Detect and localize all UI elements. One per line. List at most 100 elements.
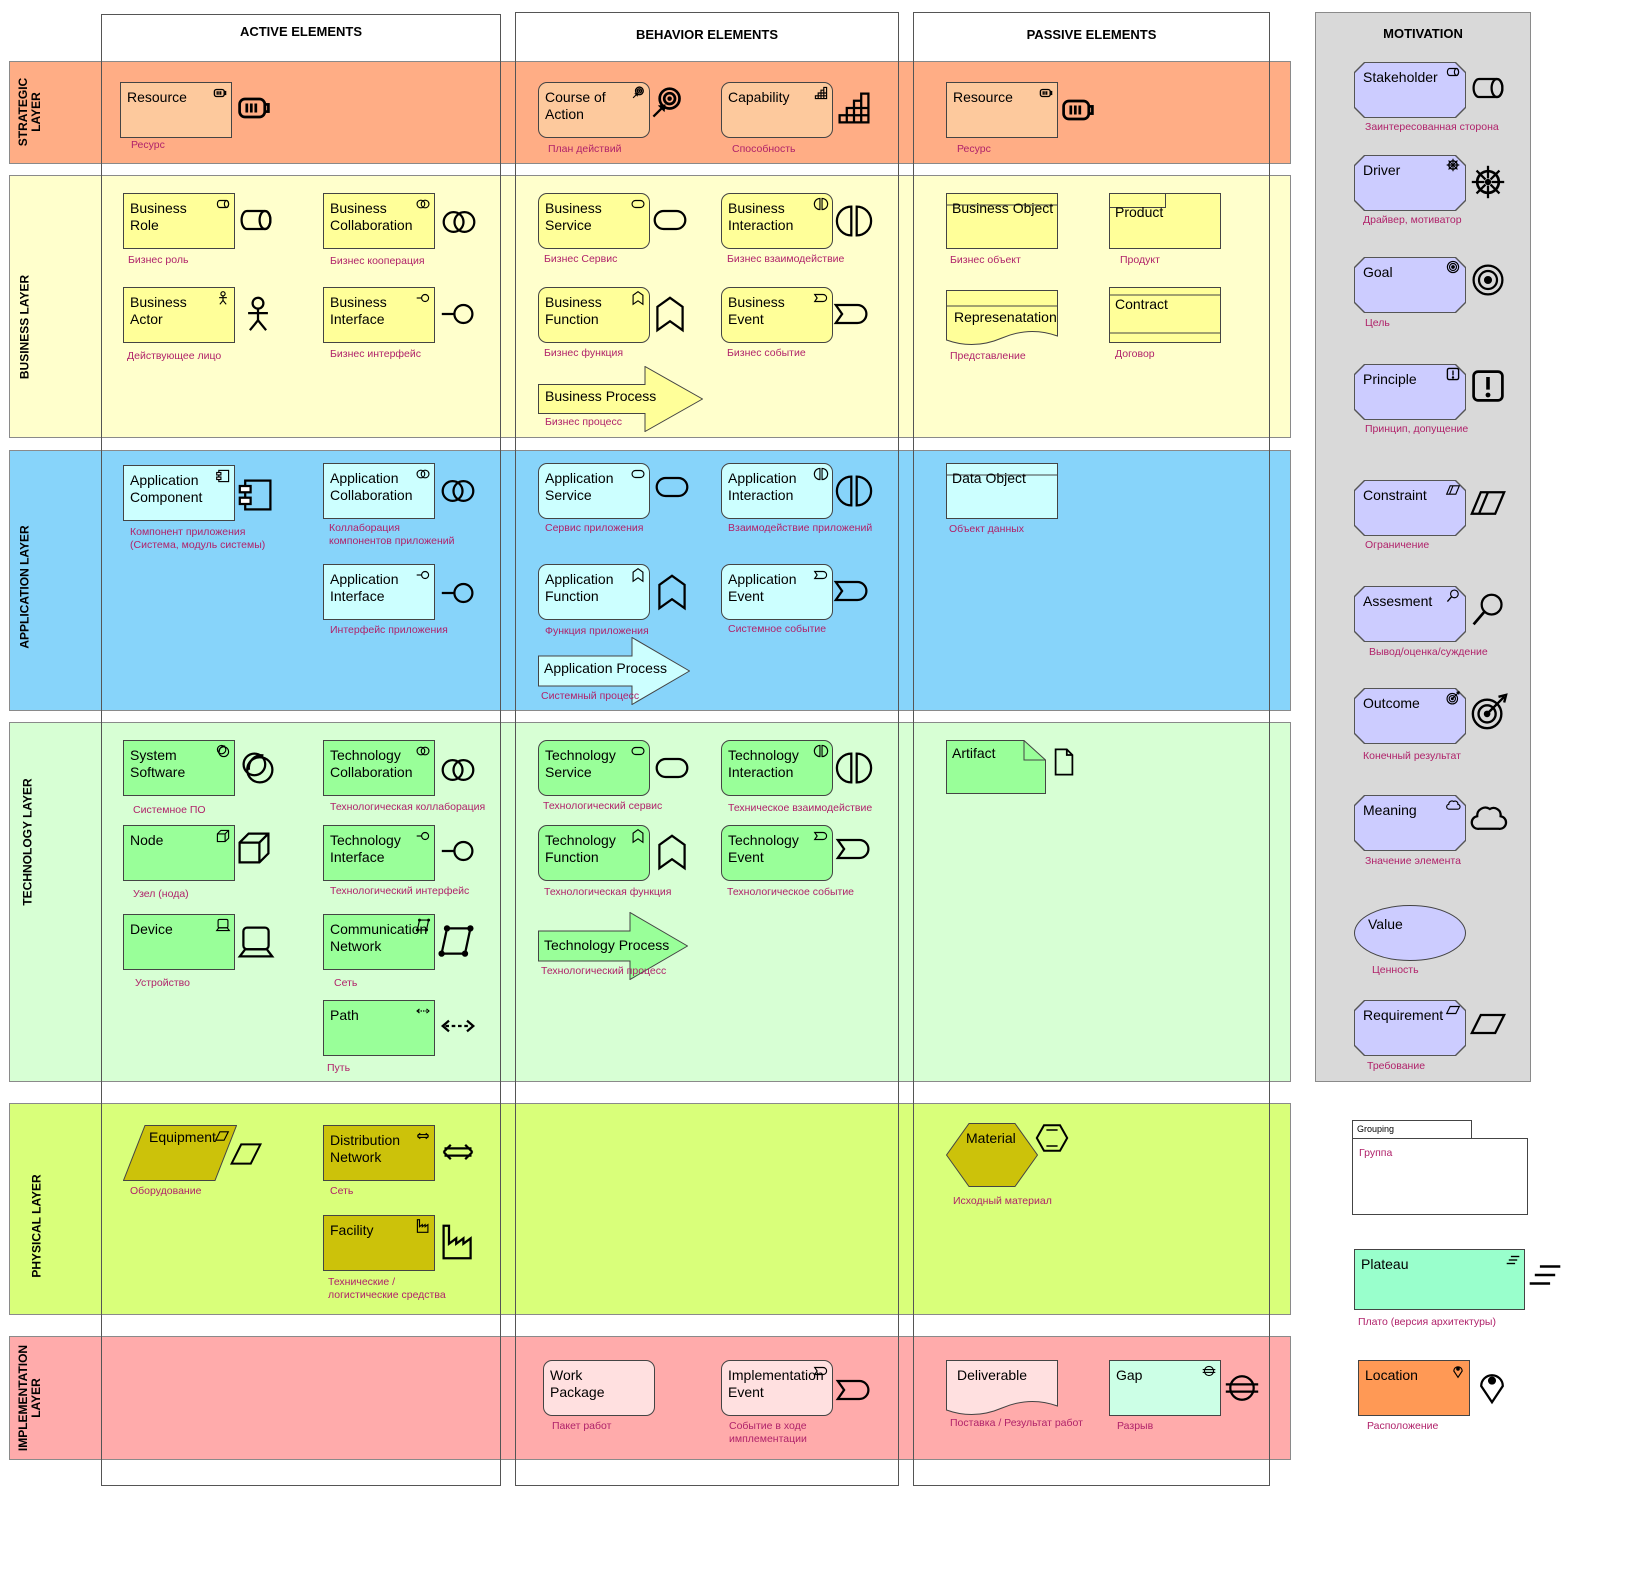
capability[interactable]: Capability [721, 82, 833, 138]
business-object-caption: Бизнес объект [950, 254, 1021, 266]
requirement-caption: Требование [1367, 1060, 1426, 1072]
gap[interactable]: Gap [1109, 1360, 1221, 1416]
goal[interactable]: Goal [1354, 257, 1466, 313]
strat-resource-label: Resource [127, 89, 187, 105]
system-software-icon [216, 744, 230, 758]
passive-resource[interactable]: Resource [946, 82, 1058, 138]
facility-label: Facility [330, 1222, 374, 1238]
business-service-caption: Бизнес Сервис [544, 253, 618, 265]
grouping-body[interactable] [1352, 1138, 1528, 1215]
stakeholder[interactable]: Stakeholder [1354, 62, 1466, 118]
path[interactable]: Path [323, 1000, 435, 1056]
service-icon [631, 744, 645, 758]
material[interactable]: Material [945, 1123, 1039, 1187]
principle[interactable]: Principle [1354, 364, 1466, 420]
distribution-network[interactable]: Distribution Network [323, 1125, 435, 1181]
business-collaboration[interactable]: Business Collaboration [323, 193, 435, 249]
product[interactable]: Product [1109, 193, 1221, 249]
technology-function-caption: Технологическая функция [544, 886, 672, 898]
communication-network[interactable]: Communication Network [323, 914, 435, 970]
plateau[interactable]: Plateau [1354, 1249, 1525, 1310]
application-process-label: Application Process [544, 660, 667, 676]
device[interactable]: Device [123, 914, 235, 970]
business-interaction[interactable]: Business Interaction [721, 193, 833, 249]
business-function-label: Business Function [545, 294, 602, 327]
layer-label-technology: TECHNOLOGY LAYER [20, 778, 35, 906]
strat-resource[interactable]: Resource [120, 82, 232, 138]
requirement[interactable]: Requirement [1354, 1000, 1466, 1056]
application-component[interactable]: Application Component [123, 465, 235, 521]
location-caption: Расположение [1367, 1420, 1439, 1432]
technology-function[interactable]: Technology Function [538, 825, 650, 881]
plateau-icon [1506, 1253, 1520, 1267]
path-caption: Путь [327, 1062, 351, 1074]
outcome[interactable]: Outcome [1354, 688, 1466, 744]
service-icon [631, 467, 645, 481]
application-service[interactable]: Application Service [538, 463, 650, 519]
technology-collaboration[interactable]: Technology Collaboration [323, 740, 435, 796]
course-of-action-caption: План действий [548, 143, 622, 155]
meaning[interactable]: Meaning [1354, 795, 1466, 851]
principle-caption: Принцип, допущение [1365, 423, 1469, 435]
constraint[interactable]: Constraint [1354, 480, 1466, 536]
deliverable[interactable]: Deliverable [946, 1360, 1058, 1416]
business-interaction-label: Business Interaction [728, 200, 794, 233]
technology-interface[interactable]: Technology Interface [323, 825, 435, 881]
business-service[interactable]: Business Service [538, 193, 650, 249]
contract[interactable]: Contract [1109, 287, 1221, 343]
network-icon [415, 918, 431, 932]
technology-process[interactable] [538, 912, 688, 980]
driver[interactable]: Driver [1354, 155, 1466, 211]
column-header-passive: PASSIVE ELEMENTS [1026, 27, 1157, 42]
business-actor-caption: Действующее лицо [127, 350, 222, 362]
data-object[interactable]: Data Object [946, 463, 1058, 519]
artifact[interactable]: Artifact [946, 740, 1046, 794]
network-icon [438, 923, 474, 959]
application-interface[interactable]: Application Interface [323, 564, 435, 620]
application-process[interactable] [538, 637, 690, 705]
interaction-icon [835, 203, 873, 239]
business-interface[interactable]: Business Interface [323, 287, 435, 343]
business-role[interactable]: Business Role [123, 193, 235, 249]
business-process[interactable] [538, 366, 703, 432]
collaboration-icon [416, 467, 430, 481]
business-event[interactable]: Business Event [721, 287, 833, 343]
service-icon [654, 469, 690, 505]
technology-service[interactable]: Technology Service [538, 740, 650, 796]
business-object[interactable]: Business Object [946, 193, 1058, 249]
facility[interactable]: Facility [323, 1215, 435, 1271]
value[interactable]: Value [1354, 905, 1466, 961]
application-interaction[interactable]: Application Interaction [721, 463, 833, 519]
implementation-event[interactable]: Implementation Event [721, 1360, 833, 1416]
grouping-tab[interactable]: Grouping [1352, 1120, 1472, 1139]
system-software[interactable]: System Software [123, 740, 235, 796]
interaction-icon [813, 467, 829, 481]
system-software-caption: Системное ПО [133, 804, 206, 816]
business-event-label: Business Event [728, 294, 785, 327]
requirement-body: Requirement [1355, 1001, 1465, 1055]
requirement-icon [1446, 1003, 1460, 1017]
business-function[interactable]: Business Function [538, 287, 650, 343]
equipment[interactable]: Equipment [122, 1125, 238, 1181]
technology-event-label: Technology Event [728, 832, 799, 865]
business-service-label: Business Service [545, 200, 602, 233]
location[interactable]: Location [1358, 1360, 1470, 1416]
assesment-caption: Вывод/оценка/суждение [1369, 646, 1488, 658]
technology-interaction[interactable]: Technology Interaction [721, 740, 833, 796]
principle-icon [1446, 367, 1460, 381]
assesment[interactable]: Assesment [1354, 586, 1466, 642]
application-function[interactable]: Application Function [538, 564, 650, 620]
role-icon [216, 197, 230, 211]
business-actor[interactable]: Business Actor [123, 287, 235, 343]
application-function-label: Application Function [545, 571, 614, 604]
implementation-event-caption: Событие в ходе имплементации [729, 1420, 807, 1445]
course-of-action[interactable]: Course of Action [538, 82, 650, 138]
application-collaboration[interactable]: Application Collaboration [323, 463, 435, 519]
technology-event[interactable]: Technology Event [721, 825, 833, 881]
representation[interactable]: Represenatation [946, 290, 1058, 346]
meaning-icon [1470, 800, 1508, 836]
work-package[interactable]: Work Package [543, 1360, 655, 1416]
application-event[interactable]: Application Event [721, 564, 833, 620]
node[interactable]: Node [123, 825, 235, 881]
